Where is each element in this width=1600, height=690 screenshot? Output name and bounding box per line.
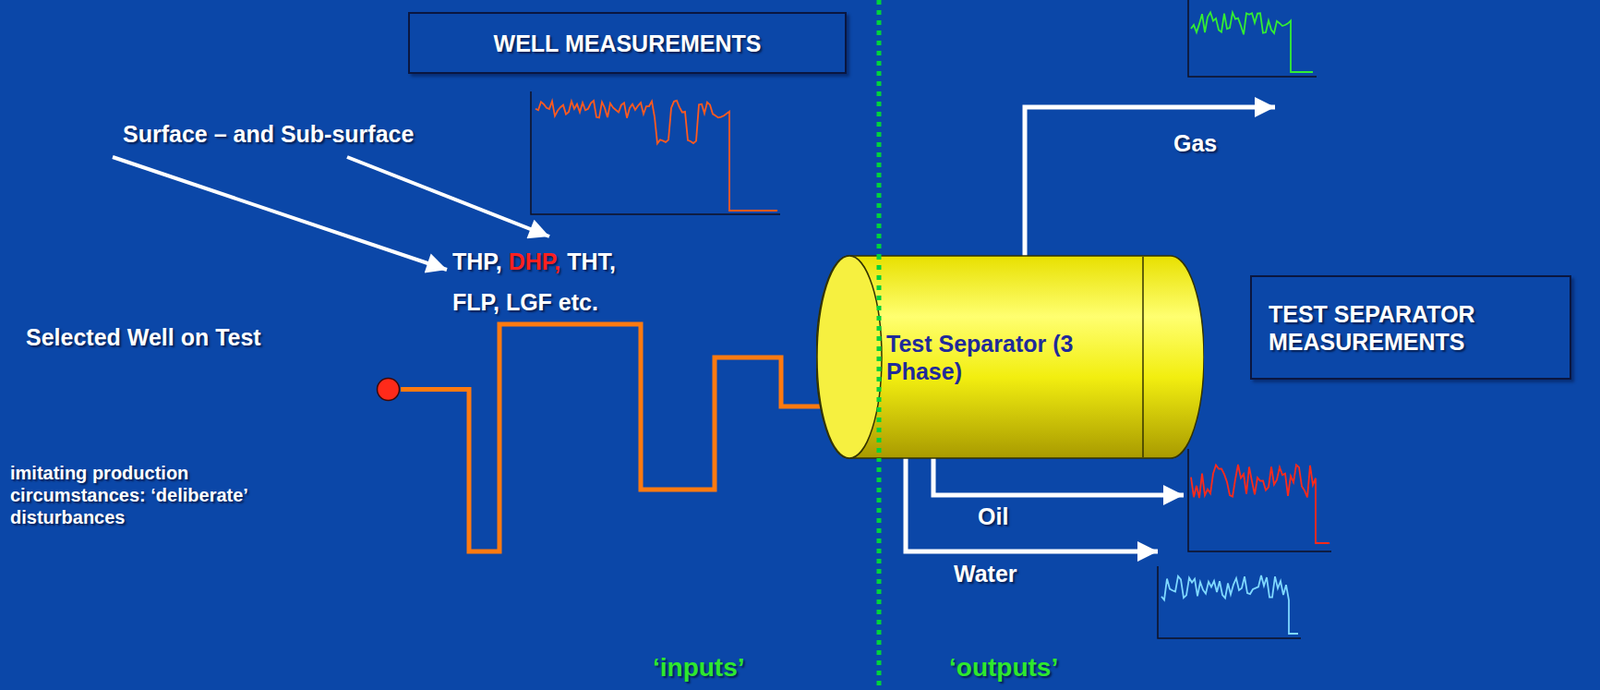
section-label: ‘inputs’ — [652, 651, 746, 684]
chart-axes — [1188, 448, 1332, 552]
measurement-name: THT, — [566, 247, 616, 276]
test-separator: Test Separator (3 Phase) — [816, 254, 1204, 459]
measurement-box: WELL MEASUREMENTS — [408, 12, 847, 74]
stream-label: Gas — [1173, 129, 1217, 157]
node-text: Selected Well on Test — [25, 323, 262, 351]
pointer-arrow — [112, 156, 447, 270]
chart-axes — [1157, 565, 1301, 638]
annotation: Surface – and Sub-surface — [122, 120, 414, 148]
stream-label: Water — [953, 559, 1018, 588]
well-symbol — [377, 378, 400, 401]
separator-vessel — [816, 254, 1204, 459]
vessel-weir — [1142, 256, 1144, 458]
gas-flow-arrow — [1024, 107, 1276, 257]
water-flow-arrow — [905, 457, 1158, 552]
pointer-arrow — [347, 156, 550, 237]
pipeline — [400, 324, 821, 552]
chart-trace — [1190, 12, 1313, 73]
stream-label: Oil — [977, 502, 1009, 530]
measurement-box: TEST SEPARATOR MEASUREMENTS — [1250, 275, 1572, 380]
divider-line — [877, 254, 882, 459]
chart-trace — [535, 100, 778, 211]
note: imitating production circumstances: ‘del… — [10, 461, 288, 529]
node-text: TEST SEPARATOR MEASUREMENTS — [1268, 300, 1546, 356]
chart-trace — [1161, 575, 1299, 634]
well-circle-shape — [375, 376, 401, 402]
measurement-name: DHP, — [508, 247, 562, 276]
measurement-name: FLP, LGF etc. — [452, 288, 599, 316]
vessel-end-cap — [817, 255, 882, 458]
node-text: WELL MEASUREMENTS — [493, 29, 762, 58]
chart-axes — [1188, 0, 1317, 77]
oil-flow-arrow — [933, 457, 1184, 495]
section-label: ‘outputs’ — [949, 651, 1059, 684]
well-circle: Selected Well on Test — [375, 376, 401, 402]
chart-axes — [530, 91, 781, 215]
chart-trace — [1190, 464, 1330, 543]
node-text: Test Separator (3 Phase) — [886, 329, 1118, 385]
measurement-name: THP, — [452, 247, 503, 276]
vessel-body — [816, 255, 1204, 458]
